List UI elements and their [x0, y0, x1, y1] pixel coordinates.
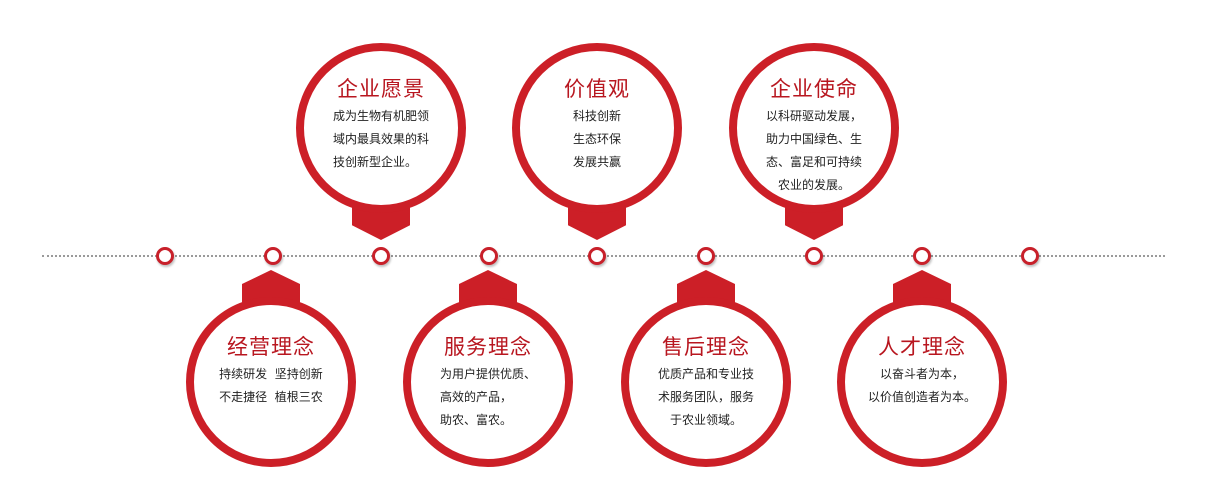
description-line: 高效的产品，: [439, 390, 512, 404]
node-description: 以奋斗者为本， 以价值创造者为本。: [868, 363, 976, 409]
node-title: 企业使命: [770, 77, 858, 101]
node-title: 企业愿景: [337, 77, 425, 101]
node-service-philosophy: 服务理念 为用户提供优质、 高效的产品， 助农、富农。: [403, 270, 573, 467]
node-title: 服务理念: [444, 335, 532, 359]
node-values: 价值观 科技创新 生态环保 发展共赢: [512, 43, 682, 240]
circle-frame: [837, 297, 1007, 467]
node-business-philosophy: 经营理念 持续研发 坚持创新 不走捷径 植根三农: [186, 270, 356, 467]
description-line: 以价值创造者为本。: [867, 390, 976, 404]
description-line: 持续研发 坚持创新: [219, 367, 323, 381]
description-line: 以奋斗者为本，: [879, 367, 964, 381]
timeline-dot: [156, 247, 174, 265]
node-enterprise-vision: 企业愿景 成为生物有机肥领 域内最具效果的科 技创新型企业。: [296, 43, 466, 240]
description-line: 科技创新: [572, 109, 621, 123]
node-description: 科技创新 生态环保 发展共赢: [573, 105, 621, 174]
circle-frame: [621, 297, 791, 467]
timeline-dot: [1021, 247, 1039, 265]
description-line: 为用户提供优质、: [439, 367, 536, 381]
node-description: 以科研驱动发展， 助力中国绿色、生 态、富足和可持续 农业的发展。: [766, 105, 862, 197]
node-title: 售后理念: [662, 335, 750, 359]
node-after-sales-philosophy: 售后理念 优质产品和专业技 术服务团队，服务 于农业领域。: [621, 270, 791, 467]
circle-frame: [296, 43, 466, 213]
description-line: 优质产品和专业技: [657, 367, 754, 381]
node-talent-philosophy: 人才理念 以奋斗者为本， 以价值创造者为本。: [837, 270, 1007, 467]
description-line: 农业的发展。: [777, 178, 850, 192]
circle-frame: [729, 43, 899, 213]
circle-frame: [186, 297, 356, 467]
timeline-dot: [372, 247, 390, 265]
timeline-dot: [588, 247, 606, 265]
circle-frame: [512, 43, 682, 213]
node-title: 经营理念: [227, 335, 315, 359]
description-line: 成为生物有机肥领: [332, 109, 429, 123]
description-line: 以科研驱动发展，: [765, 109, 862, 123]
description-line: 不走捷径 植根三农: [219, 390, 323, 404]
description-line: 于农业领域。: [669, 413, 742, 427]
node-description: 为用户提供优质、 高效的产品， 助农、富农。: [440, 363, 536, 432]
node-title: 价值观: [564, 77, 630, 101]
node-description: 持续研发 坚持创新 不走捷径 植根三农: [219, 363, 323, 409]
circle-frame: [403, 297, 573, 467]
timeline-dot: [913, 247, 931, 265]
node-description: 成为生物有机肥领 域内最具效果的科 技创新型企业。: [333, 105, 429, 174]
node-description: 优质产品和专业技 术服务团队，服务 于农业领域。: [658, 363, 754, 432]
description-line: 助农、富农。: [439, 413, 512, 427]
timeline-dot: [697, 247, 715, 265]
description-line: 发展共赢: [572, 155, 621, 169]
description-line: 域内最具效果的科: [332, 132, 429, 146]
timeline-dot: [264, 247, 282, 265]
node-title: 人才理念: [878, 335, 966, 359]
description-line: 术服务团队，服务: [657, 390, 754, 404]
description-line: 技创新型企业。: [332, 155, 417, 169]
description-line: 生态环保: [572, 132, 621, 146]
node-enterprise-mission: 企业使命 以科研驱动发展， 助力中国绿色、生 态、富足和可持续 农业的发展。: [729, 43, 899, 240]
description-line: 助力中国绿色、生: [765, 132, 862, 146]
timeline-dot: [480, 247, 498, 265]
timeline-dot: [805, 247, 823, 265]
description-line: 态、富足和可持续: [765, 155, 862, 169]
